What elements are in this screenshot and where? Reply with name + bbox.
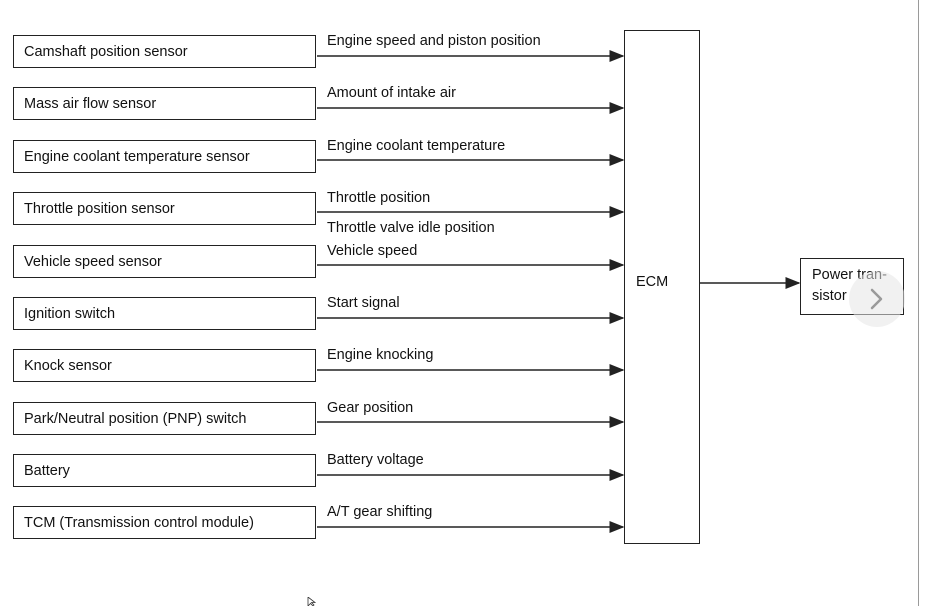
input-box-tcm: TCM (Transmission control module) xyxy=(13,506,316,539)
signal-label: Engine knocking xyxy=(327,347,434,363)
input-box-mass-air-flow-sensor: Mass air flow sensor xyxy=(13,87,316,120)
input-box-camshaft-position-sensor: Camshaft position sensor xyxy=(13,35,316,68)
signal-label: Throttle valve idle position xyxy=(327,220,495,236)
input-box-pnp-switch: Park/Neutral position (PNP) switch xyxy=(13,402,316,435)
signal-label: Battery voltage xyxy=(327,452,424,468)
input-label: Engine coolant temperature sensor xyxy=(24,149,250,165)
input-label: Park/Neutral position (PNP) switch xyxy=(24,411,247,427)
signal-label: Vehicle speed xyxy=(327,243,418,259)
signal-label: Gear position xyxy=(327,400,414,416)
input-box-battery: Battery xyxy=(13,454,316,487)
input-box-engine-coolant-temperature-sensor: Engine coolant temperature sensor xyxy=(13,140,316,173)
signal-label: Throttle position xyxy=(327,190,431,206)
input-label: Knock sensor xyxy=(24,358,112,374)
input-label: Ignition switch xyxy=(24,306,116,322)
input-box-vehicle-speed-sensor: Vehicle speed sensor xyxy=(13,245,316,278)
signal-label: Engine speed and piston position xyxy=(327,33,541,49)
input-label: Battery xyxy=(24,463,70,479)
signal-label: Engine coolant temperature xyxy=(327,138,506,154)
input-box-knock-sensor: Knock sensor xyxy=(13,349,316,382)
input-box-ignition-switch: Ignition switch xyxy=(13,297,316,330)
signal-label: A/T gear shifting xyxy=(327,504,433,520)
signal-label: Amount of intake air xyxy=(327,85,456,101)
ecm-label: ECM xyxy=(636,274,669,290)
input-label: Mass air flow sensor xyxy=(24,96,157,112)
input-label: Throttle position sensor xyxy=(24,201,175,217)
mouse-pointer-icon xyxy=(307,597,317,606)
ecm-box xyxy=(624,30,700,544)
input-label: Vehicle speed sensor xyxy=(24,254,162,270)
input-box-throttle-position-sensor: Throttle position sensor xyxy=(13,192,316,225)
input-label: Camshaft position sensor xyxy=(24,44,188,60)
next-page-button[interactable] xyxy=(849,271,905,327)
chevron-right-icon xyxy=(870,288,883,310)
power-transistor-label-line2: sistor xyxy=(812,288,847,304)
input-label: TCM (Transmission control module) xyxy=(24,515,254,531)
signal-label: Start signal xyxy=(327,295,400,311)
viewer-border xyxy=(918,0,919,606)
